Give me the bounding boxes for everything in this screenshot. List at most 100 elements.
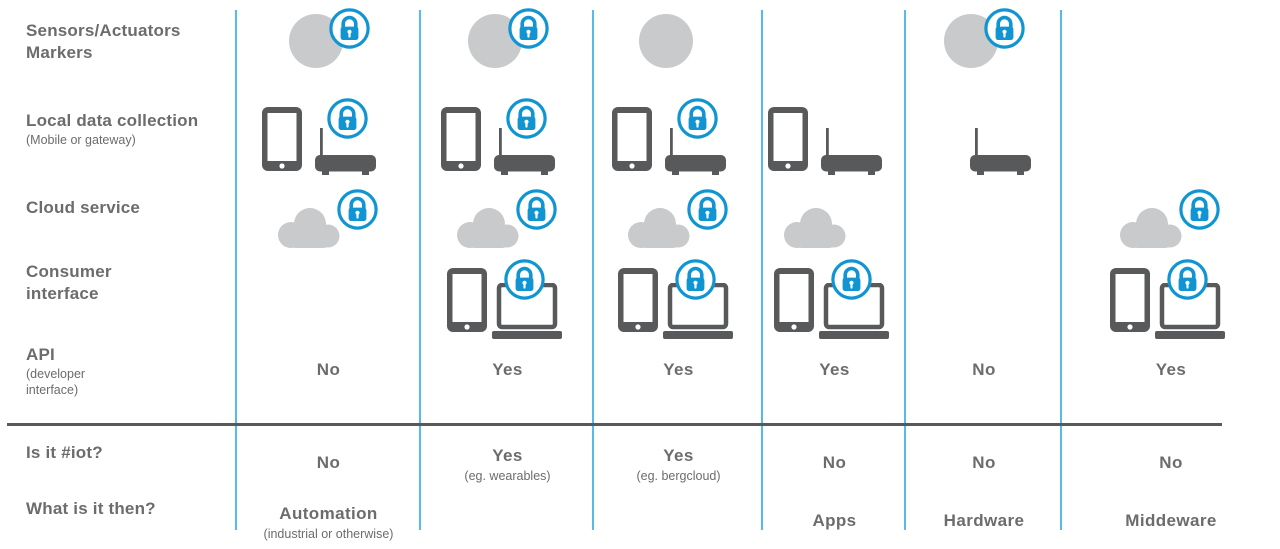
lock-badge-icon	[504, 259, 545, 300]
separator-line	[7, 423, 1222, 426]
row-subtitle: interface)	[26, 383, 79, 398]
column-divider-line	[761, 10, 763, 530]
cell-what-col3	[594, 488, 763, 549]
cell-api-col4: Yes	[763, 340, 906, 423]
consumer-icon-group	[1109, 259, 1233, 339]
lock-badge-icon	[337, 189, 378, 230]
cell-iot-col5: No	[906, 426, 1062, 488]
api-value: No	[316, 360, 341, 379]
cell-consumer-col2	[421, 255, 594, 340]
row-title: Markers	[26, 42, 93, 62]
cloud-icon-group	[779, 189, 891, 251]
sensors-icon-group	[456, 8, 560, 78]
row-title: Local data collection	[26, 111, 199, 130]
row-title: Is it #iot?	[26, 443, 103, 462]
column-divider-line	[419, 10, 421, 530]
row-label-is-it-iot: Is it #iot?	[0, 426, 236, 488]
consumer-icon-group	[446, 259, 570, 339]
iot-note: (eg. bergcloud)	[636, 468, 721, 483]
cell-what-col2	[421, 488, 594, 549]
iot-value: No	[972, 452, 996, 472]
sensors-icon-group	[1119, 8, 1223, 78]
phone-icon	[440, 106, 482, 172]
row-title: API	[26, 345, 55, 364]
what-value: Hardware	[943, 511, 1025, 530]
lock-badge-icon	[506, 98, 547, 139]
row-title: Cloud service	[26, 198, 141, 217]
cell-sensors-col5	[906, 0, 1062, 90]
cell-local-col3	[594, 90, 763, 185]
iot-value: Yes	[492, 445, 523, 465]
cell-consumer-col6	[1062, 255, 1280, 340]
cell-what-col1: Automation (industrial or otherwise)	[236, 488, 421, 549]
cell-iot-col3: Yes (eg. bergcloud)	[594, 426, 763, 488]
what-value: Automation	[279, 504, 378, 523]
row-title: What is it then?	[26, 499, 156, 518]
cell-api-col1: No	[236, 340, 421, 423]
lock-badge-icon	[677, 98, 718, 139]
cloud-icon	[273, 203, 343, 249]
cloud-icon	[779, 203, 849, 249]
column-divider-line	[904, 10, 906, 530]
cloud-icon-group	[273, 189, 385, 251]
lock-badge-icon	[831, 259, 872, 300]
cell-cloud-col5	[906, 185, 1062, 255]
cell-local-col1	[236, 90, 421, 185]
row-label-sensors: Sensors/Actuators Markers	[0, 0, 236, 90]
lock-badge-icon	[508, 8, 549, 49]
column-divider-line	[592, 10, 594, 530]
cell-cloud-col6	[1062, 185, 1280, 255]
row-label-cloud: Cloud service	[0, 185, 236, 255]
phone-icon	[773, 267, 815, 333]
cell-what-col5: Hardware	[906, 488, 1062, 549]
cell-sensors-col3	[594, 0, 763, 90]
cell-consumer-col4	[763, 255, 906, 340]
what-value: Middeware	[1125, 511, 1217, 530]
what-note: (industrial or otherwise)	[263, 527, 394, 541]
cell-cloud-col3	[594, 185, 763, 255]
cell-what-col4: Apps	[763, 488, 906, 549]
local-data-icon-group	[767, 98, 903, 176]
phone-icon	[617, 267, 659, 333]
phone-icon	[1109, 267, 1151, 333]
lock-badge-icon	[1167, 259, 1208, 300]
cell-consumer-col3	[594, 255, 763, 340]
local-data-icon-group	[440, 98, 576, 176]
cell-local-col2	[421, 90, 594, 185]
row-subtitle: (Mobile or gateway)	[26, 132, 136, 147]
local-data-icon-group	[916, 98, 1052, 176]
consumer-icon-group	[922, 259, 1046, 339]
row-label-consumer: Consumer interface	[0, 255, 236, 340]
cell-sensors-col2	[421, 0, 594, 90]
cell-api-col2: Yes	[421, 340, 594, 423]
sensors-icon-group	[627, 8, 731, 78]
cell-local-col4	[763, 90, 906, 185]
cell-cloud-col1	[236, 185, 421, 255]
row-label-what-is-it: What is it then?	[0, 488, 236, 549]
cell-iot-col4: No	[763, 426, 906, 488]
cell-api-col6: Yes	[1062, 340, 1280, 423]
api-value: No	[972, 360, 996, 379]
lock-badge-icon	[687, 189, 728, 230]
cell-consumer-col5	[906, 255, 1062, 340]
phone-icon	[446, 267, 488, 333]
api-value: Yes	[1155, 360, 1187, 379]
cloud-icon-group	[1115, 189, 1227, 251]
cloud-icon	[452, 203, 522, 249]
phone-icon	[611, 106, 653, 172]
section-separator	[0, 423, 1280, 426]
cell-what-col6: Middeware	[1062, 488, 1280, 549]
cell-cloud-col2	[421, 185, 594, 255]
row-title: Sensors/Actuators	[26, 21, 181, 40]
api-value: Yes	[663, 360, 694, 379]
sensor-circle-icon	[638, 14, 693, 68]
cell-consumer-col1	[236, 255, 421, 340]
column-divider-line	[1060, 10, 1062, 530]
iot-value: No	[1159, 452, 1183, 472]
iot-value: No	[316, 452, 341, 472]
row-title: interface	[26, 283, 99, 303]
column-divider-line	[235, 10, 237, 530]
cloud-icon-group	[928, 189, 1040, 251]
row-label-api: API (developer interface)	[0, 340, 236, 423]
